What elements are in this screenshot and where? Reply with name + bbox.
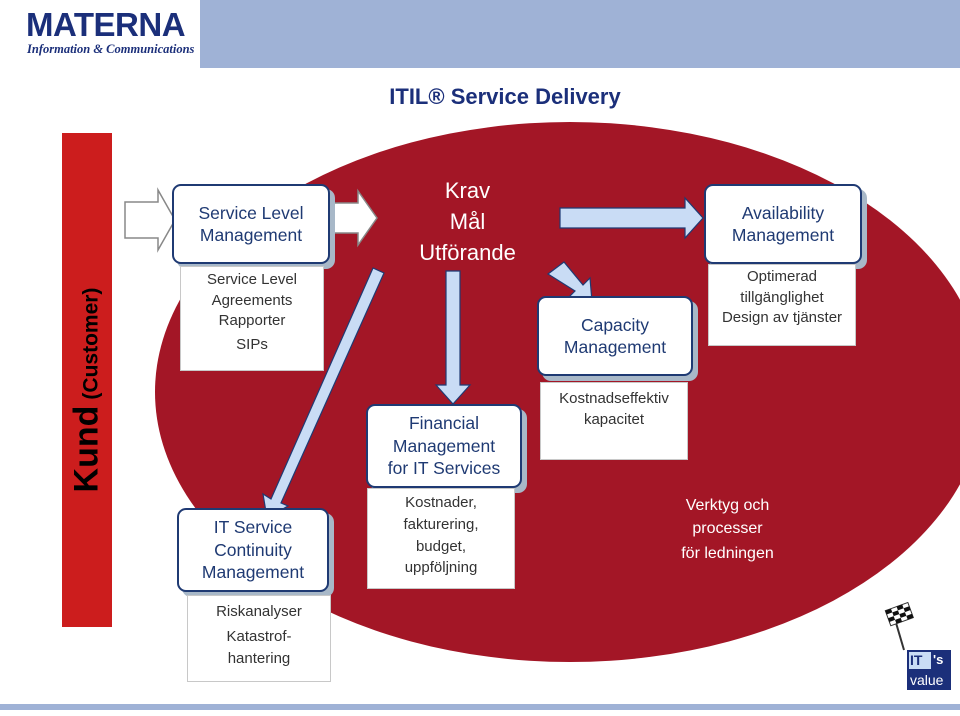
logo-area: MATERNA Information & Communications	[0, 0, 200, 68]
center-text-line-1: Krav	[444, 178, 491, 203]
availability-note: Optimerad tillgänglighet Design av tjäns…	[708, 264, 856, 346]
continuity-note-line-2: Katastrof-	[226, 627, 292, 645]
slm-to-center-arrow	[329, 188, 378, 248]
its-value-badge: IT 's value	[907, 650, 951, 690]
slm-line-2: Management	[199, 225, 303, 245]
center-text-line-2: Mål	[449, 209, 486, 234]
tools-text: Verktyg och processer för ledningen	[660, 494, 795, 565]
center-to-financial-arrow	[434, 270, 472, 405]
slm-note-line-2: Agreements	[211, 291, 293, 309]
logo-sub-text: Information & Communications	[27, 42, 195, 56]
financial-line-1: Financial	[408, 413, 480, 434]
continuity-note-line-3: hantering	[227, 649, 291, 667]
slm-box: Service Level Management	[172, 184, 330, 264]
capacity-box: Capacity Management	[537, 296, 693, 376]
continuity-line-1: IT Service	[213, 517, 293, 538]
continuity-line-3: Management	[201, 562, 305, 583]
badge-text-bottom: value	[910, 672, 944, 688]
slm-note: Service Level Agreements Rapporter SIPs	[180, 266, 324, 371]
financial-note-line-1: Kostnader,	[405, 494, 477, 511]
badge-text-suffix: 's	[933, 652, 944, 667]
center-text-line-3: Utförande	[419, 240, 516, 265]
financial-line-3: for IT Services	[387, 458, 501, 479]
center-to-capacity-arrow	[546, 261, 593, 303]
continuity-note-line-1: Riskanalyser	[216, 603, 302, 620]
customer-strip	[62, 133, 112, 627]
slm-note-line-4: SIPs	[236, 336, 268, 354]
slm-line-1: Service Level	[198, 202, 304, 223]
continuity-box: IT Service Continuity Management	[177, 508, 329, 592]
logo-main-text: MATERNA	[26, 6, 186, 43]
financial-note-line-2: fakturering,	[403, 515, 479, 533]
financial-box: Financial Management for IT Services	[366, 404, 522, 488]
financial-note-line-4: uppföljning	[404, 559, 478, 577]
continuity-note: Riskanalyser Katastrof- hantering	[187, 595, 331, 682]
footer-line	[0, 704, 960, 710]
availability-note-line-1: Optimerad	[746, 268, 818, 285]
capacity-line-2: Management	[563, 337, 667, 357]
capacity-note: Kostnadseffektiv kapacitet	[540, 382, 688, 460]
tools-text-line-1: Verktyg och	[685, 497, 770, 514]
capacity-note-line-2: kapacitet	[583, 410, 645, 428]
center-to-availability-arrow	[559, 196, 704, 240]
customer-to-slm-arrow	[124, 187, 176, 253]
availability-note-line-3: Design av tjänster	[721, 309, 843, 327]
availability-line-2: Management	[731, 225, 835, 245]
title-bar	[5, 68, 955, 126]
availability-line-1: Availability	[741, 202, 825, 223]
center-text: Krav Mål Utförande	[395, 175, 540, 268]
financial-note: Kostnader, fakturering, budget, uppföljn…	[367, 488, 515, 589]
tools-text-line-3: för ledningen	[681, 545, 774, 562]
availability-note-line-2: tillgänglighet	[740, 288, 824, 306]
slm-note-line-1: Service Level	[206, 271, 298, 288]
availability-box: Availability Management	[704, 184, 862, 264]
capacity-line-1: Capacity	[580, 314, 650, 335]
financial-note-line-3: budget,	[415, 537, 467, 555]
continuity-line-2: Continuity	[214, 539, 292, 560]
badge-text-top: IT	[910, 652, 923, 668]
page-title: ITIL® Service Delivery	[389, 84, 621, 109]
checkered-flag-icon	[884, 602, 914, 651]
capacity-note-line-1: Kostnadseffektiv	[559, 390, 669, 407]
financial-line-2: Management	[392, 435, 496, 456]
slm-note-line-3: Rapporter	[218, 312, 286, 330]
tools-text-line-2: processer	[692, 520, 763, 537]
